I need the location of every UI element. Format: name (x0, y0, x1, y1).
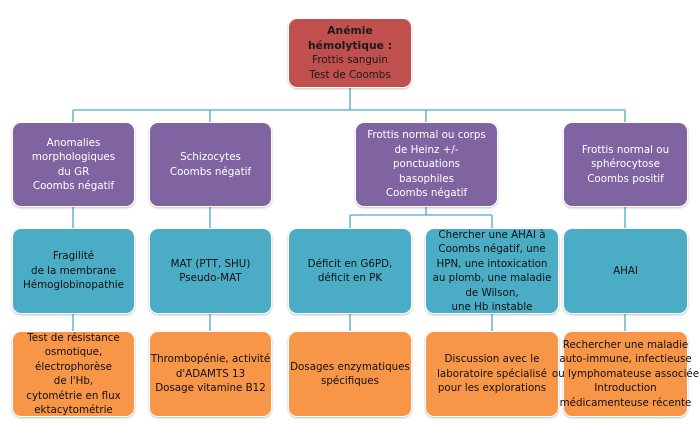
node-line: Test de résistance (27, 331, 120, 344)
node-line: Dosage vitamine B12 (155, 382, 266, 395)
node-line: une Hb instable (451, 301, 533, 313)
node-line: du GR (57, 165, 90, 178)
root-node-anemie-hemolytique: Anémie hémolytique : Frottis sanguin Tes… (288, 18, 412, 88)
node-line: déficit en PK (317, 272, 383, 284)
node-thrombopenie: Thrombopénie, activité d'ADAMTS 13 Dosag… (149, 331, 272, 417)
node-line: Frottis normal ou (581, 143, 670, 156)
node-discussion-laboratoire: Discussion avec le laboratoire spécialis… (425, 331, 559, 417)
node-line: sphérocytose (591, 158, 660, 171)
node-line: ponctuations (393, 158, 460, 171)
root-title-line: hémolytique : (307, 38, 393, 52)
node-line: de l'Hb, (53, 375, 94, 387)
node-line: Coombs positif (587, 172, 664, 185)
node-line: Dosages enzymatiques (290, 360, 410, 373)
root-line: Frottis sanguin (312, 54, 388, 66)
node-rechercher-maladie: Rechercher une maladie auto-immune, infe… (552, 331, 699, 417)
node-frottis-normal-heinz: Frottis normal ou corps de Heinz +/- pon… (355, 122, 498, 207)
node-line: auto-immune, infectieuse (559, 353, 692, 366)
node-line: médicamenteuse récente (559, 396, 692, 409)
node-line: Rechercher une maladie (562, 338, 689, 351)
node-chercher-ahai: Chercher une AHAI à Coombs négatif, une … (425, 228, 559, 314)
node-line: Coombs négatif, une (438, 243, 546, 255)
node-line: osmotique, (44, 346, 103, 358)
node-deficit-g6pd: Déficit en G6PD, déficit en PK (288, 228, 412, 314)
node-line: Introduction (594, 382, 657, 395)
node-line: HPN, une intoxication (436, 257, 548, 270)
node-line: Coombs négatif (32, 180, 115, 192)
node-line: Pseudo-MAT (179, 272, 242, 284)
node-line: Coombs négatif (169, 165, 252, 178)
node-line: ou lymphomateuse associée (551, 367, 700, 380)
node-line: spécifiques (320, 375, 379, 387)
node-line: d'ADAMTS 13 (175, 367, 246, 380)
node-line: Discussion avec le (444, 353, 540, 366)
root-line: Test de Coombs (309, 68, 391, 81)
node-line: de Wilson, (465, 286, 519, 299)
node-dosages-enzymatiques: Dosages enzymatiques spécifiques (288, 331, 412, 417)
node-line: de la membrane (31, 264, 116, 277)
node-ahai: AHAI (563, 228, 688, 314)
node-test-resistance: Test de résistance osmotique, électropho… (12, 331, 135, 417)
node-line: Schizocytes (180, 151, 241, 163)
node-line: cytométrie en flux (26, 389, 121, 402)
node-line: Coombs négatif (385, 187, 468, 200)
node-line: MAT (PTT, SHU) (170, 257, 251, 270)
node-line: Déficit en G6PD, (307, 257, 393, 270)
node-line: Frottis normal ou corps (367, 129, 486, 142)
node-line: Thrombopénie, activité (150, 353, 271, 366)
node-anomalies-morphologiques: Anomalies morphologiques du GR Coombs né… (12, 122, 135, 207)
node-fragilite-membrane: Fragilité de la membrane Hémoglobinopath… (12, 228, 135, 314)
node-line: au plomb, une maladie (432, 272, 552, 284)
connector-frottis-normal (349, 207, 493, 331)
node-line: Chercher une AHAI à (438, 228, 546, 241)
node-line: ektacytométrie (34, 404, 113, 416)
node-line: AHAI (613, 264, 638, 277)
connector-root-bus (72, 88, 626, 122)
node-line: Hémoglobinopathie (23, 279, 124, 292)
node-line: basophiles (399, 172, 454, 185)
node-line: Fragilité (52, 250, 95, 263)
root-title-line: Anémie (327, 24, 373, 37)
node-schizocytes: Schizocytes Coombs négatif (149, 122, 272, 207)
node-line: morphologiques (31, 151, 116, 163)
node-line: laboratoire spécialisé (437, 367, 547, 380)
node-mat: MAT (PTT, SHU) Pseudo-MAT (149, 228, 272, 314)
node-line: Anomalies (46, 136, 101, 149)
node-line: de Heinz +/- (394, 143, 459, 156)
node-coombs-positif: Frottis normal ou sphérocytose Coombs po… (563, 122, 688, 207)
node-line: pour les explorations (437, 382, 547, 395)
node-line: électrophorèse (35, 360, 112, 373)
